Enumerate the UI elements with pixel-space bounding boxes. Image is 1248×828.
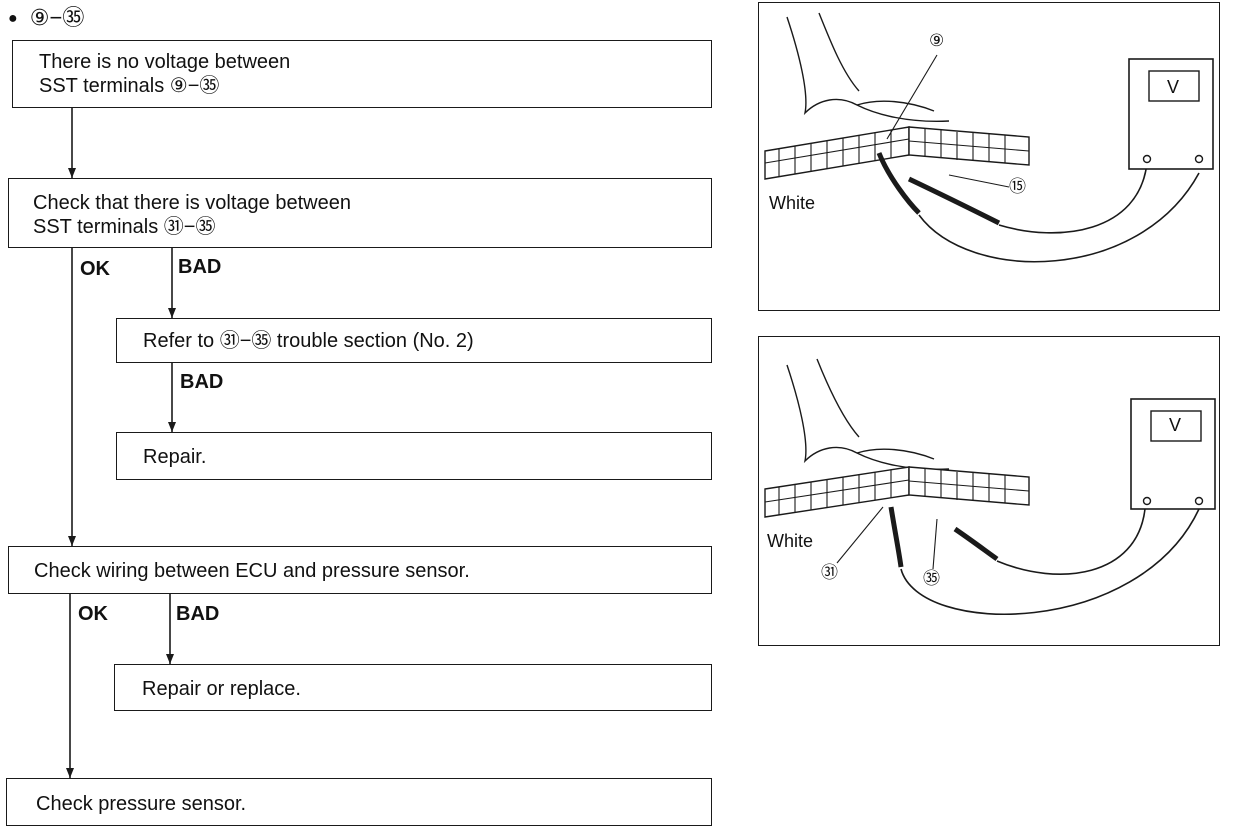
flow-step-refer-trouble-section: Refer to ㉛−㉟ trouble section (No. 2) [116, 318, 712, 363]
top-connector-label: White [769, 193, 816, 213]
step1-line2: SST terminals ⑨−㉟ [39, 75, 220, 97]
step2-bad-label: BAD [178, 256, 222, 278]
flow-step-repair: Repair. [116, 432, 712, 480]
flow-step-repair-or-replace: Repair or replace. [114, 664, 712, 711]
bottom-terminal-31-label: ㉛ [821, 563, 838, 582]
top-terminal-15-label: ⑮ [1009, 177, 1026, 196]
probe-connector-drawing-top [764, 12, 1214, 263]
top-meter-label: V [1167, 77, 1180, 97]
step4-text: Repair. [143, 446, 207, 468]
section-header: ● ⑨−㉟ [8, 6, 84, 31]
step2-line2: SST terminals ㉛−㉟ [33, 216, 216, 238]
step5-text: Check wiring between ECU and pressure se… [34, 560, 470, 582]
step3-bad-label: BAD [180, 371, 224, 393]
step7-text: Check pressure sensor. [36, 793, 247, 815]
step2-ok-label: OK [80, 258, 110, 280]
top-terminal-9-label: ⑨ [929, 31, 945, 50]
header-terminals: ⑨−㉟ [29, 5, 85, 30]
bottom-terminal-35-label: ㉟ [923, 569, 940, 588]
flow-step-check-wiring: Check wiring between ECU and pressure se… [8, 546, 712, 594]
step5-bad-label: BAD [176, 603, 220, 625]
flow-step-no-voltage: There is no voltage between SST terminal… [12, 40, 712, 108]
flow-step-check-voltage: Check that there is voltage between SST … [8, 178, 712, 248]
header-bullet: ● [8, 10, 18, 27]
probe-connector-drawing-bottom [764, 358, 1216, 616]
step2-line1: Check that there is voltage between [33, 192, 351, 214]
illustration-bottom-panel: V White ㉛ ㉟ [758, 336, 1220, 646]
flow-step-check-pressure-sensor: Check pressure sensor. [6, 778, 712, 826]
bottom-meter-label: V [1169, 415, 1182, 435]
step1-line1: There is no voltage between [39, 51, 291, 73]
step5-ok-label: OK [78, 603, 108, 625]
step3-text: Refer to ㉛−㉟ trouble section (No. 2) [143, 330, 474, 352]
bottom-connector-label: White [767, 531, 814, 551]
step6-text: Repair or replace. [142, 678, 301, 700]
illustration-top-panel: V White ⑨ ⑮ [758, 2, 1220, 311]
